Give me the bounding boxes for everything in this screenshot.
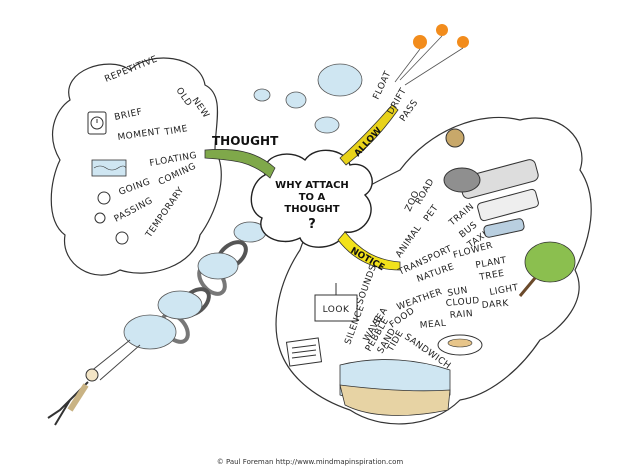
word-sounds: SOUNDS (355, 263, 379, 306)
center-line-2: TO A (299, 192, 326, 203)
word-rain: RAIN (449, 309, 473, 321)
notice-bubble-outline (275, 116, 592, 425)
plate-icon (437, 334, 483, 356)
word-meal: MEAL (419, 319, 446, 331)
center-line-3: THOUGHT (284, 204, 339, 215)
word-dark: DARK (481, 299, 509, 311)
bus-icon (477, 188, 539, 222)
word-pet: PET (422, 203, 441, 224)
word-tree: TREE (478, 269, 505, 283)
cloud (317, 63, 363, 97)
word-sun: SUN (447, 286, 469, 299)
monkey-icon (445, 128, 465, 148)
word-brief: BRIEF (114, 107, 144, 123)
word-light: LIGHT (489, 283, 520, 298)
branch-notice-shape (337, 231, 401, 271)
paper-icon (285, 337, 323, 367)
word-time: TIME (163, 124, 189, 138)
word-temporary: TEMPORARY (144, 186, 187, 241)
clock-icon (87, 111, 107, 135)
word-look: LOOK (323, 305, 350, 315)
cloud (123, 314, 177, 350)
center-question-mark: ? (308, 217, 316, 232)
word-cloud: CLOUD (445, 296, 480, 309)
balloon-strings (394, 35, 464, 86)
tree-icon (518, 241, 576, 297)
cloud (314, 116, 340, 134)
word-moment: MOMENT (117, 127, 162, 143)
person-on-rope-icon (47, 339, 141, 426)
water-icon (91, 159, 127, 177)
balloon (436, 24, 448, 36)
watch-icon (94, 191, 129, 245)
word-going: GOING (118, 177, 152, 198)
balloon (413, 35, 427, 49)
word-float: FLOAT (372, 70, 394, 102)
center-cloud (250, 149, 373, 248)
balloon (457, 36, 469, 48)
cloud (157, 290, 203, 320)
center-line-1: WHY ATTACH (275, 180, 349, 191)
branch-allow-shape (339, 104, 399, 166)
branch-thought-label: THOUGHT (212, 134, 279, 148)
beach-scene-icon (339, 359, 451, 416)
cloud (253, 88, 271, 102)
word-passing: PASSING (113, 196, 155, 225)
cat-icon (443, 167, 481, 193)
taxi-icon (483, 218, 525, 238)
credit-line: © Paul Foreman http://www.mindmapinspira… (216, 458, 404, 466)
word-weather: WEATHER (396, 287, 444, 313)
thought-bubble-outline (50, 57, 222, 276)
cloud (197, 252, 239, 280)
cloud (285, 91, 307, 109)
branch-thought-shape (204, 148, 276, 179)
word-repetitive: REPETITIVE (103, 54, 159, 84)
word-new: NEW (190, 96, 211, 120)
look-sign: LOOK (314, 283, 358, 322)
word-animal: ANIMAL (394, 223, 424, 259)
word-old: OLD (174, 86, 194, 109)
